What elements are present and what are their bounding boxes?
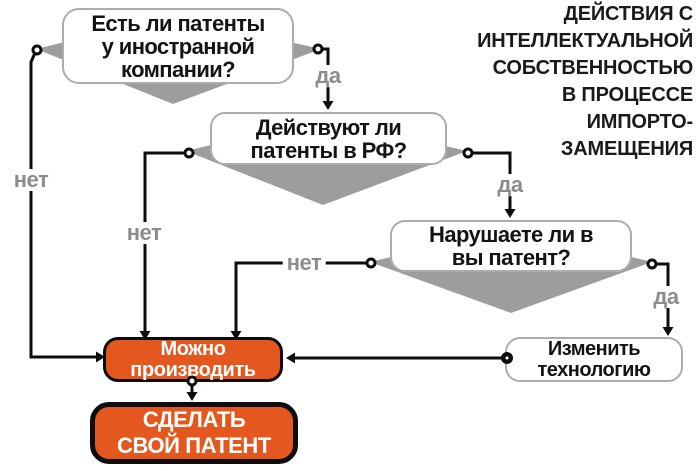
connector-dot-center	[505, 356, 509, 360]
decision-text-line: патенты в РФ?	[250, 137, 408, 163]
decision-text-line: компании?	[120, 56, 236, 82]
edge-label-no-1: нет	[9, 169, 53, 191]
arrow-down-icon	[662, 327, 674, 336]
arrow-down-icon	[139, 331, 151, 340]
action-text-line: производить	[130, 358, 256, 381]
title-line: ЗАМЕЩЕНИЯ	[560, 138, 693, 160]
arrow-left-icon	[286, 352, 295, 364]
connector-circle	[31, 44, 43, 56]
action-text-line: технологию	[537, 358, 651, 381]
title-line: ИМПОРТО-	[586, 111, 694, 133]
decision-patent-violation: Нарушаете ли в вы патент?	[390, 220, 632, 272]
connector-line	[143, 151, 186, 332]
edge-label-no-2: нет	[122, 222, 166, 244]
connector-circle	[646, 258, 658, 270]
title-line: В ПРОЦЕССЕ	[561, 84, 693, 106]
decision-text-line: у иностранной	[101, 33, 255, 59]
title-line: ДЕЙСТВИЯ С	[563, 3, 694, 25]
page-title: ДЕЙСТВИЯ С ИНТЕЛЛЕКТУАЛЬНОЙ СОБСТВЕННОСТ…	[423, 1, 693, 163]
connector-circle	[183, 147, 195, 159]
title-line: ИНТЕЛЛЕКТУАЛЬНОЙ	[477, 30, 693, 52]
connector-circle	[186, 375, 198, 387]
edge-label-no-3: нет	[282, 252, 326, 274]
connector-circle	[365, 257, 377, 269]
connector-line	[29, 52, 96, 359]
decision-text-line: Нарушаете ли в	[429, 222, 593, 247]
edge-label-yes-2: да	[493, 174, 527, 196]
arrow-down-icon	[230, 331, 242, 340]
decision-text-line: Есть ли патенты	[91, 10, 265, 36]
edge-label-yes-1: да	[311, 65, 345, 87]
action-change-technology: Изменить технологию	[505, 337, 683, 382]
action-text-line: Изменить	[547, 337, 641, 360]
edge-label-yes-3: да	[649, 286, 683, 308]
decision-foreign-patents: Есть ли патенты у иностранной компании?	[62, 8, 294, 84]
action-text-line: Можно	[160, 337, 226, 360]
connector-circle	[462, 147, 474, 159]
action-make-own-patent: СДЕЛАТЬ СВОЙ ПАТЕНТ	[90, 402, 298, 464]
action-text-line: СВОЙ ПАТЕНТ	[117, 433, 271, 458]
arrow-down-icon	[186, 392, 198, 401]
decision-text-line: вы патент?	[451, 245, 571, 270]
arrow-down-icon	[504, 209, 516, 218]
decision-text-line: Действуют ли	[255, 114, 402, 140]
action-text-line: СДЕЛАТЬ	[142, 407, 246, 432]
title-line: СОБСТВЕННОСТЬЮ	[492, 57, 694, 79]
arrow-right-icon	[96, 351, 105, 363]
arrow-down-icon	[322, 101, 334, 110]
action-can-produce: Можно производить	[103, 337, 283, 382]
connector-circle	[312, 43, 324, 55]
decision-patents-in-rf: Действуют ли патенты в РФ?	[210, 112, 447, 165]
